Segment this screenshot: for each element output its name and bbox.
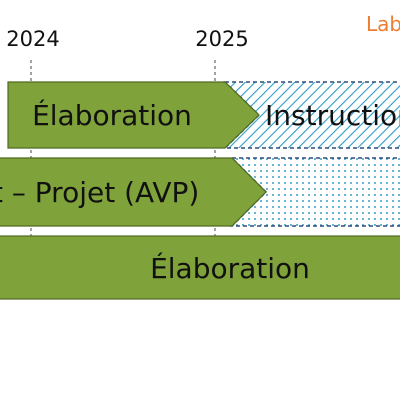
row-2-solid-segment: t – Projet (AVP) bbox=[0, 157, 267, 227]
row-3-solid-label: Élaboration bbox=[150, 251, 310, 285]
row-3-solid-segment: Élaboration bbox=[0, 235, 400, 300]
row-1-pattern-segment: Instruction bbox=[223, 81, 400, 149]
row-2-solid-label: t – Projet (AVP) bbox=[0, 176, 199, 209]
year-label-2024: 2024 bbox=[6, 27, 59, 51]
row-1-solid-label: Élaboration bbox=[32, 98, 192, 132]
row-1-pattern-label: Instruction bbox=[265, 99, 400, 132]
corner-label: Lab bbox=[366, 12, 400, 36]
year-label-2025: 2025 bbox=[195, 27, 248, 51]
row-1-solid-segment: Élaboration bbox=[7, 81, 260, 149]
